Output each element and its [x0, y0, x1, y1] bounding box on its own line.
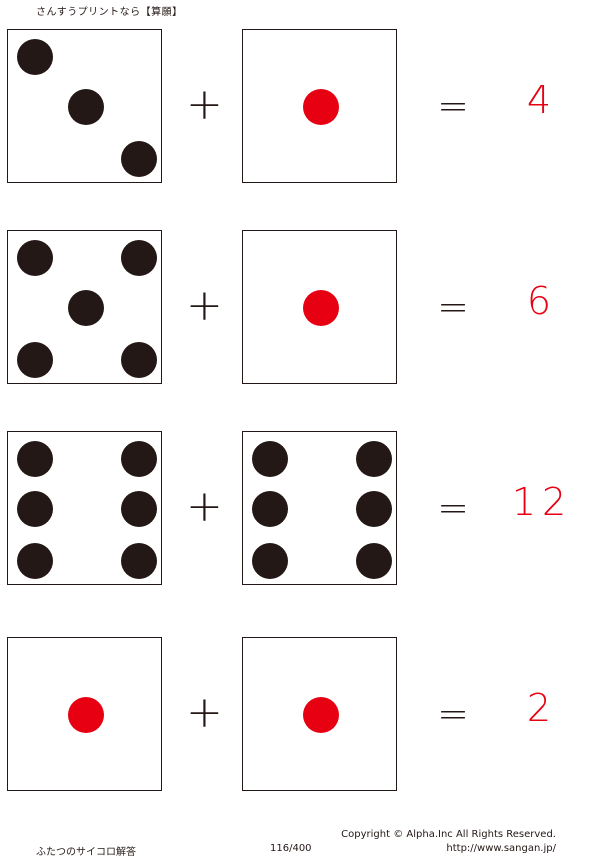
black-pip — [121, 491, 157, 527]
header-title: さんすうプリントなら【算願】 — [36, 7, 183, 18]
equals-sign: = — [437, 285, 469, 329]
die-right — [242, 637, 397, 791]
plus-sign: + — [186, 481, 223, 532]
black-pip — [252, 543, 288, 579]
black-pip — [121, 441, 157, 477]
equals-sign: = — [437, 84, 469, 128]
black-pip — [121, 240, 157, 276]
black-pip — [17, 240, 53, 276]
black-pip — [17, 342, 53, 378]
black-pip — [252, 441, 288, 477]
red-pip — [68, 697, 104, 733]
site-url: http://www.sangan.jp/ — [446, 843, 556, 854]
die-right — [242, 230, 397, 384]
answer: 2 — [526, 686, 558, 730]
footer-title: ふたつのサイコロ解答 — [36, 847, 136, 858]
red-pip — [303, 89, 339, 125]
black-pip — [68, 89, 104, 125]
copyright: Copyright © Alpha.Inc All Rights Reserve… — [341, 829, 556, 840]
plus-sign: + — [186, 280, 223, 331]
red-pip — [303, 697, 339, 733]
plus-sign: + — [186, 79, 223, 130]
black-pip — [121, 342, 157, 378]
answer: 12 — [511, 480, 573, 524]
problem-row-3: + = 12 — [0, 431, 600, 589]
black-pip — [17, 441, 53, 477]
problem-row-4: + = 2 — [0, 637, 600, 795]
plus-sign: + — [186, 687, 223, 738]
die-left — [7, 230, 162, 384]
black-pip — [356, 491, 392, 527]
black-pip — [356, 441, 392, 477]
die-left — [7, 431, 162, 585]
problem-row-2: + = 6 — [0, 230, 600, 388]
die-right — [242, 431, 397, 585]
black-pip — [68, 290, 104, 326]
black-pip — [17, 491, 53, 527]
black-pip — [17, 39, 53, 75]
answer: 6 — [526, 279, 558, 323]
black-pip — [121, 543, 157, 579]
answer: 4 — [526, 78, 558, 122]
die-left — [7, 637, 162, 791]
problem-row-1: + = 4 — [0, 29, 600, 187]
die-right — [242, 29, 397, 183]
page-number: 116/400 — [270, 843, 312, 854]
equals-sign: = — [437, 486, 469, 530]
red-pip — [303, 290, 339, 326]
black-pip — [356, 543, 392, 579]
black-pip — [252, 491, 288, 527]
black-pip — [121, 141, 157, 177]
equals-sign: = — [437, 692, 469, 736]
die-left — [7, 29, 162, 183]
black-pip — [17, 543, 53, 579]
